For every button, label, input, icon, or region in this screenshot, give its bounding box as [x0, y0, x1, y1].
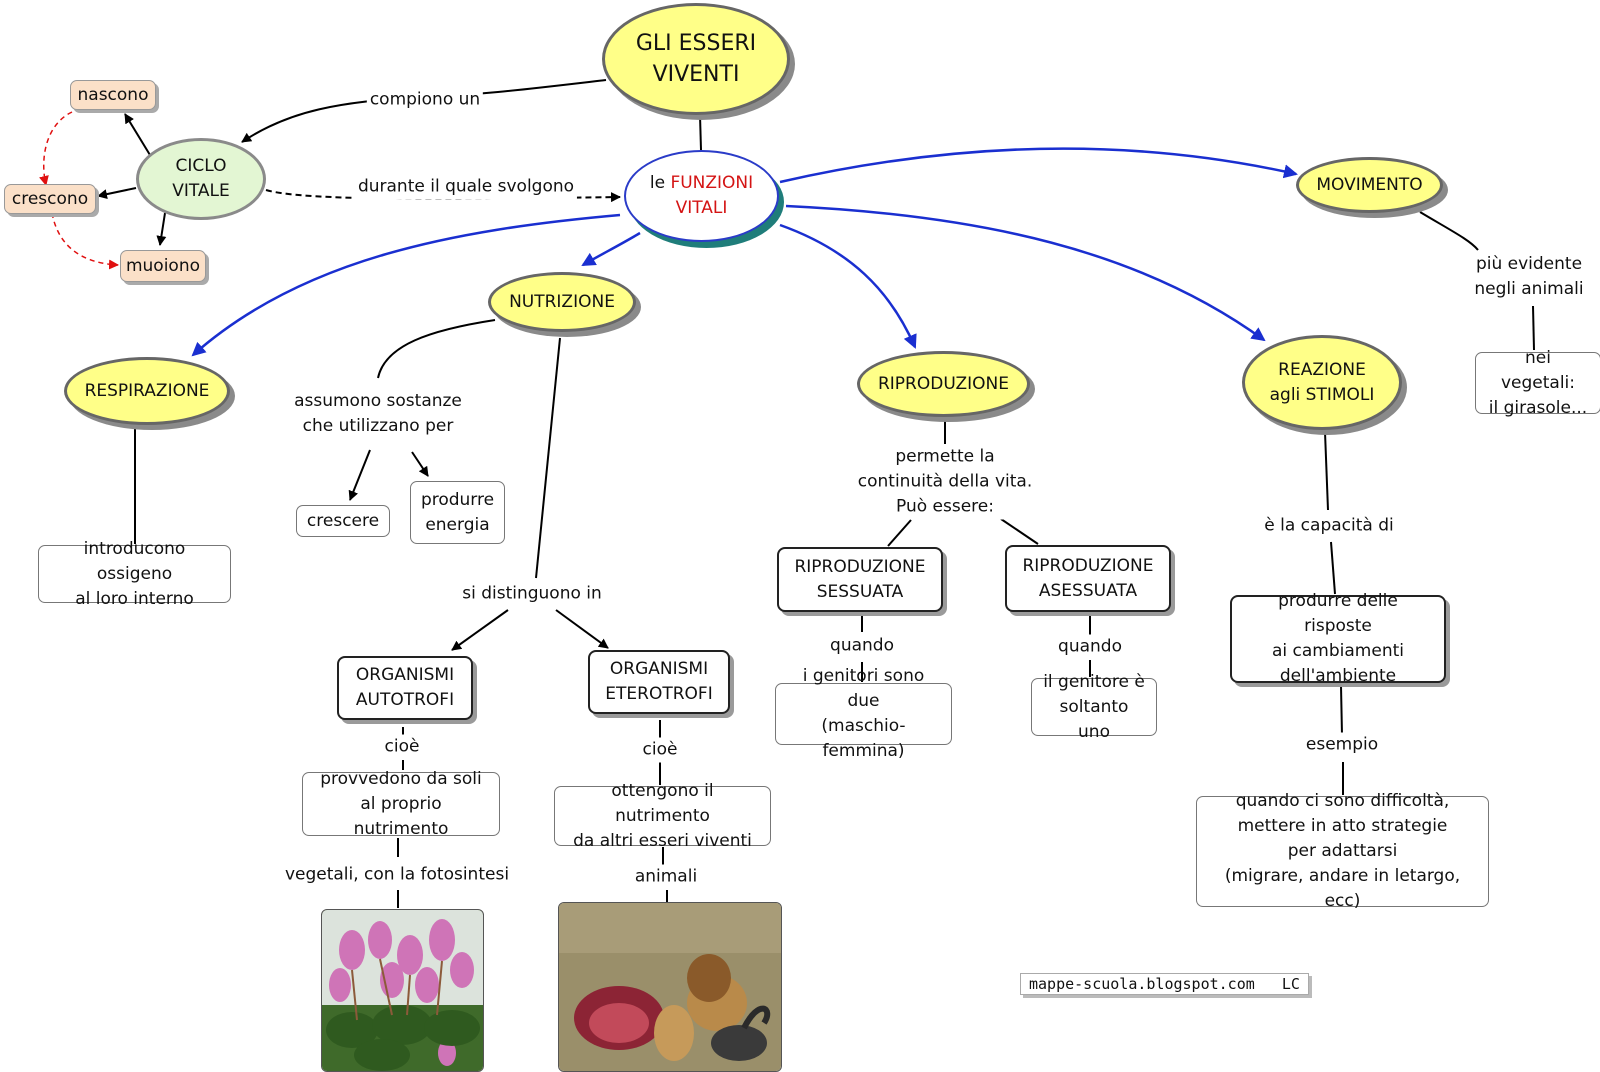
reazione-line-2: agli STIMOLI [1269, 384, 1375, 405]
autotrofi-node: ORGANISMI AUTOTROFI [337, 656, 473, 720]
distinguono-label: si distinguono in [459, 581, 605, 607]
risposte-line-1: produrre delle risposte [1278, 591, 1398, 636]
cioe-autotrofi-label: cioè [381, 734, 423, 760]
durante-label: durante il quale svolgono [354, 174, 578, 200]
cyclamen-photo [321, 909, 484, 1072]
vitali-word: VITALI [675, 198, 728, 218]
assumono-line-1: assumono sostanze [294, 391, 462, 411]
ciclo-line-1: CICLO [175, 156, 227, 176]
quando-sessuata-label: quando [827, 633, 897, 659]
introducono-line-2: al loro interno [75, 588, 194, 609]
permette-line-2: continuità della vita. [857, 471, 1033, 492]
difficolta-line-1: quando ci sono difficoltà, [1235, 791, 1450, 811]
ciclo-vitale-node: CICLO VITALE [136, 138, 266, 220]
title-line-2: VIVENTI [652, 62, 740, 87]
movimento-node: MOVIMENTO [1296, 157, 1443, 213]
permette-line-3: Può essere: [896, 496, 994, 517]
muoiono-node: muoiono [120, 250, 206, 282]
vegetali-line-2: il girasole... [1488, 397, 1588, 418]
risposte-line-3: dell'ambiente [1279, 666, 1397, 686]
capacita-label: è la capacità di [1261, 513, 1397, 539]
asessuata-line-1: RIPRODUZIONE [1022, 555, 1154, 576]
risposte-line-2: ai cambiamenti [1272, 641, 1404, 661]
riproduzione-asessuata-node: RIPRODUZIONE ASESSUATA [1005, 545, 1171, 612]
nutrizione-node: NUTRIZIONE [488, 272, 636, 332]
autotrofi-line-1: ORGANISMI [355, 665, 455, 685]
difficolta-line-3: per adattarsi [1287, 841, 1398, 861]
eterotrofi-line-2: ETEROTROFI [605, 684, 713, 704]
difficolta-line-2: mettere in atto strategie [1237, 816, 1448, 836]
title-node: GLI ESSERI VIVENTI [602, 3, 790, 115]
ciclo-line-2: VITALE [172, 181, 230, 201]
permette-label: permette la continuità della vita. Può e… [854, 444, 1036, 520]
lions-illustration [559, 903, 781, 1071]
evidente-line-1: più evidente [1475, 254, 1583, 274]
produrre-line-2: energia [425, 514, 490, 535]
genitori-due-line-2: (maschio-femmina) [821, 716, 906, 761]
provvedono-node: provvedono da soli al proprio nutrimento [302, 769, 500, 839]
ottengono-node: ottengono il nutrimento da altri esseri … [554, 781, 771, 851]
funzioni-vitali-node: le FUNZIONI VITALI [624, 150, 779, 242]
cyclamen-illustration [322, 910, 483, 1071]
produrre-line-1: produrre [420, 489, 495, 510]
crescere-node: crescere [296, 505, 390, 537]
ottengono-line-1: ottengono il nutrimento [611, 780, 714, 826]
risposte-node: produrre delle risposte ai cambiamenti d… [1230, 591, 1446, 686]
provvedono-line-2: al proprio nutrimento [353, 793, 449, 839]
funzioni-le: le [649, 173, 666, 193]
funzioni-word: FUNZIONI [670, 173, 754, 193]
assumono-line-2: che utilizzano per [302, 416, 454, 436]
sessuata-line-1: RIPRODUZIONE [794, 556, 926, 577]
permette-line-1: permette la [895, 446, 995, 467]
credit-label: mappe-scuola.blogspot.com LC [1020, 973, 1309, 995]
nascono-node: nascono [70, 80, 156, 110]
evidente-label: più evidente negli animali [1471, 252, 1587, 302]
genitori-due-line-1: i genitori sono due [802, 666, 925, 711]
title-line-1: GLI ESSERI [635, 31, 757, 56]
sessuata-line-2: SESSUATA [816, 581, 904, 602]
asessuata-line-2: ASESSUATA [1038, 580, 1138, 601]
difficolta-line-4: (migrare, andare in letargo, ecc) [1224, 866, 1461, 911]
difficolta-node: quando ci sono difficoltà, mettere in at… [1196, 791, 1489, 911]
genitore-uno-node: il genitore è soltanto uno [1031, 672, 1157, 742]
provvedono-line-1: provvedono da soli [320, 768, 482, 789]
evidente-line-2: negli animali [1474, 279, 1584, 299]
crescono-node: crescono [4, 184, 96, 214]
esempio-label: esempio [1302, 732, 1382, 758]
quando-asessuata-label: quando [1055, 634, 1125, 660]
riproduzione-node: RIPRODUZIONE [857, 351, 1030, 417]
produrre-energia-node: produrre energia [410, 481, 505, 544]
cioe-eterotrofi-label: cioè [639, 737, 681, 763]
compiono-label: compiono un [366, 87, 484, 113]
vegetali-line-1: nei vegetali: [1500, 347, 1576, 393]
genitori-due-node: i genitori sono due (maschio-femmina) [775, 666, 952, 761]
genitore-uno-line-1: il genitore è [1043, 671, 1145, 692]
assumono-label: assumono sostanze che utilizzano per [291, 389, 465, 439]
autotrofi-line-2: AUTOTROFI [355, 690, 455, 710]
eterotrofi-node: ORGANISMI ETEROTROFI [588, 650, 730, 714]
lions-photo [558, 902, 782, 1072]
riproduzione-sessuata-node: RIPRODUZIONE SESSUATA [777, 547, 943, 612]
introducono-line-1: introducono ossigeno [83, 538, 186, 584]
ottengono-line-2: da altri esseri viventi [573, 830, 752, 851]
genitore-uno-line-2: soltanto uno [1059, 696, 1129, 742]
respirazione-node: RESPIRAZIONE [64, 357, 230, 425]
fotosintesi-label: vegetali, con la fotosintesi [281, 862, 513, 888]
animali-label: animali [631, 864, 701, 890]
reazione-line-1: REAZIONE [1278, 359, 1366, 380]
reazione-stimoli-node: REAZIONE agli STIMOLI [1242, 335, 1402, 430]
introducono-ossigeno-node: introducono ossigeno al loro interno [38, 539, 231, 609]
vegetali-girasole-node: nei vegetali: il girasole... [1475, 348, 1600, 418]
eterotrofi-line-1: ORGANISMI [609, 659, 709, 679]
